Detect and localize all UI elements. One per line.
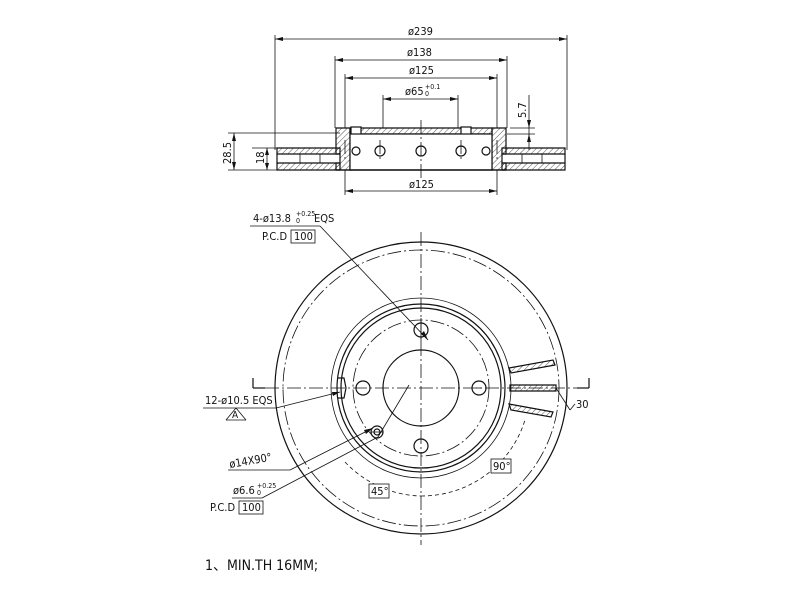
angle-45: 45° bbox=[371, 485, 389, 498]
dim-bolt-circle: ø125 bbox=[409, 64, 434, 77]
pin-hole-tol-lower: 0 bbox=[257, 489, 261, 497]
note-min-thickness: 1、MIN.TH 16MM; bbox=[205, 558, 318, 574]
pin-pcd-value: 100 bbox=[242, 501, 261, 514]
bolt-holes-tol-lower: 0 bbox=[296, 217, 300, 225]
dim-hat-depth: 5.7 bbox=[516, 102, 529, 118]
bolt-pcd-value: 100 bbox=[294, 230, 313, 243]
angle-90: 90° bbox=[493, 460, 511, 473]
dim-bore-tol-lower: 0 bbox=[425, 90, 429, 98]
bolt-holes-suffix: EQS bbox=[314, 212, 334, 225]
dim-bore-tol-upper: +0.1 bbox=[425, 83, 440, 91]
bolt-holes-callout: 4-ø13.8 bbox=[253, 212, 291, 225]
dim-bore-diameter: ø65 bbox=[405, 85, 424, 98]
dim-section-30: 30 bbox=[576, 398, 589, 411]
section-view: ø239 ø138 ø125 ø65 +0.1 0 5.7 28.5 bbox=[221, 25, 568, 195]
pin-hole-callout: ø6.6 bbox=[233, 484, 255, 497]
datum-label: A bbox=[232, 410, 239, 421]
dim-hat-diameter: ø138 bbox=[407, 46, 432, 59]
vent-holes-callout: 12-ø10.5 EQS bbox=[205, 394, 273, 407]
bolt-pcd-label: P.C.D bbox=[262, 230, 287, 243]
front-view: 45° 90° 30 4-ø13.8 +0.25 0 EQS P.C.D 100… bbox=[203, 210, 590, 545]
dim-disc-thickness: 18 bbox=[254, 151, 267, 164]
dim-inner-diameter: ø125 bbox=[409, 178, 434, 191]
dim-total-height: 28.5 bbox=[221, 142, 234, 164]
chamfer-callout: ø14X90° bbox=[228, 451, 273, 471]
bolt-holes-tol-upper: +0.25 bbox=[296, 210, 315, 218]
pin-pcd-label: P.C.D bbox=[210, 501, 235, 514]
dim-overall-diameter: ø239 bbox=[408, 25, 433, 38]
pin-hole-tol-upper: +0.25 bbox=[257, 482, 276, 490]
